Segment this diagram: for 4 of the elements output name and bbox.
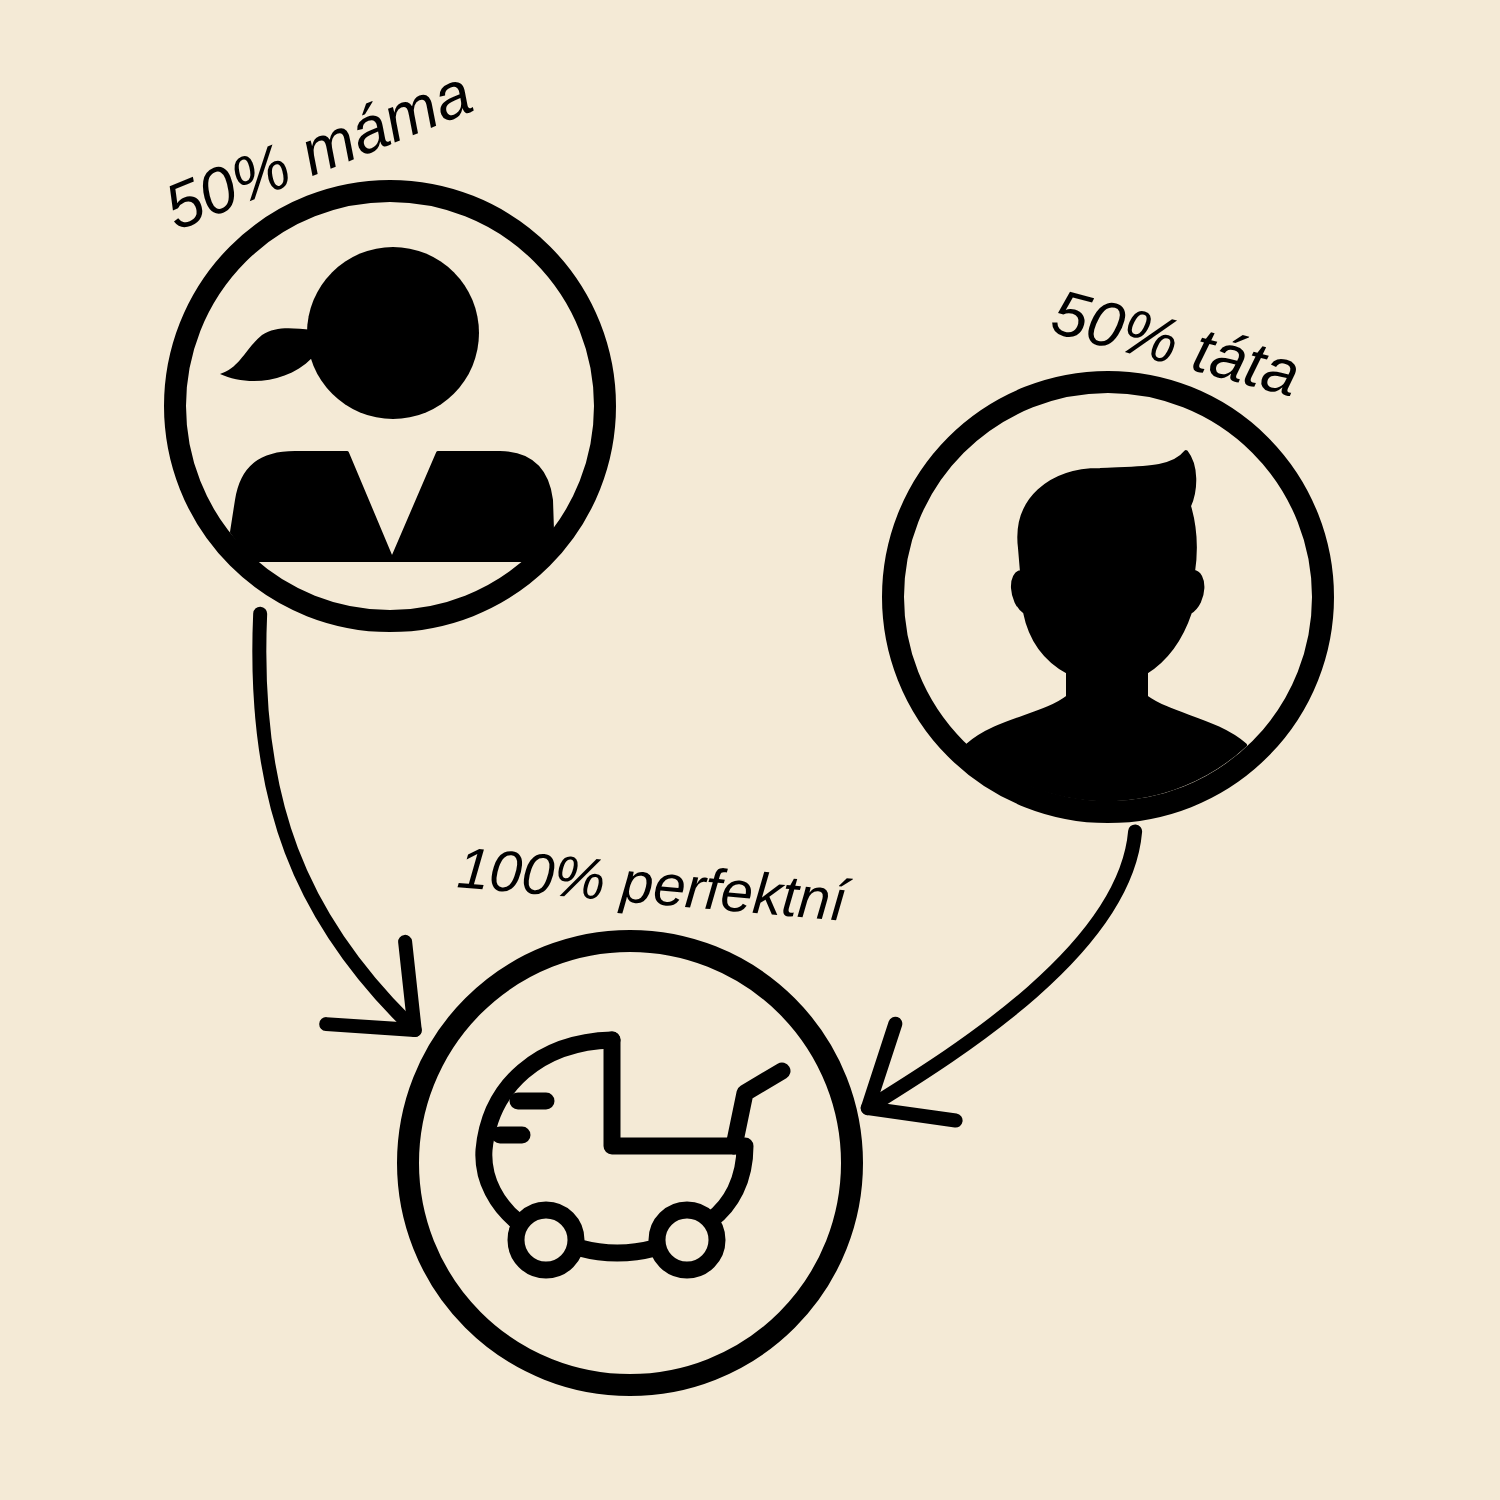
curved-arrow bbox=[860, 824, 1143, 1128]
node-label: 50% máma bbox=[155, 59, 481, 241]
curved-arrow bbox=[252, 606, 422, 1038]
node-label: 50% táta bbox=[1045, 279, 1307, 407]
